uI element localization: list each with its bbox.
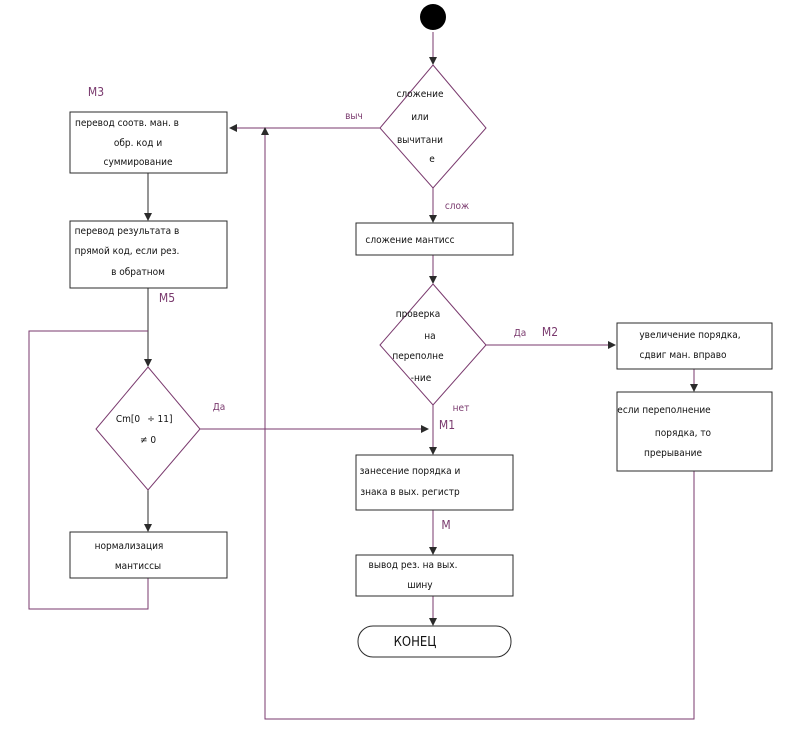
decision-count-part4: ≠ 0 [140, 435, 156, 446]
convert-sum-line1: перевод соотв. ман. в [75, 118, 179, 129]
edge-interrupt-loop [264, 128, 695, 720]
decision-overflow-line3: переполне [392, 351, 444, 362]
store-order-line1: занесение порядка и [360, 466, 461, 477]
box-normalize [69, 531, 228, 579]
arrowhead [144, 213, 152, 221]
arrowhead [429, 618, 437, 626]
marker-m1: M1 [439, 418, 455, 432]
arrowhead [429, 215, 437, 223]
decision-counter-nonzero [95, 366, 201, 491]
marker-m2: M2 [542, 325, 558, 339]
decision-op-line3: вычитани [397, 135, 443, 146]
box-output-result [355, 554, 514, 597]
arrowhead [429, 547, 437, 555]
decision-overflow-line2: на [424, 331, 435, 342]
label-yes-count: Да [213, 402, 226, 413]
convert-result-line2: прямой код, если рез. [75, 246, 180, 257]
arrowhead [144, 524, 152, 532]
decision-count-part2: ÷ [147, 414, 155, 425]
box-convert-result [69, 220, 228, 289]
end-terminator [357, 625, 512, 658]
arrowhead [421, 425, 429, 433]
marker-m5: M5 [159, 291, 175, 305]
interrupt-line3: прерывание [644, 448, 702, 459]
arrowhead [261, 127, 269, 135]
normalize-line1: нормализация [95, 541, 164, 552]
box-order-increase [616, 322, 773, 370]
decision-op-line4: е [429, 154, 435, 165]
decision-overflow-line1: проверка [396, 309, 441, 320]
arrowhead [429, 276, 437, 284]
box-convert-sum [69, 111, 228, 174]
output-result-line2: шину [407, 580, 433, 591]
decision-add-or-subtract [379, 64, 487, 189]
decision-op-line1: сложение [396, 89, 444, 100]
decision-overflow [379, 283, 487, 406]
box-overflow-interrupt [616, 391, 773, 472]
label-yes-overflow: Да [514, 328, 527, 339]
label-sub: выч [345, 111, 363, 122]
store-order-line2: знака в вых. регистр [360, 487, 460, 498]
box-store-order [355, 454, 514, 511]
add-mantissa-text: сложение мантисс [365, 235, 454, 246]
arrowhead [429, 447, 437, 455]
marker-m: M [441, 518, 450, 532]
arrowhead [690, 384, 698, 392]
normalize-line2: мантиссы [115, 561, 161, 572]
marker-m3: M3 [88, 85, 104, 99]
interrupt-line1: если переполнение [617, 405, 711, 416]
label-no-overflow: нет [453, 403, 470, 414]
convert-result-line3: в обратном [111, 266, 165, 278]
convert-result-line1: перевод результата в [75, 226, 180, 237]
start-node [420, 4, 446, 30]
arrowhead [608, 341, 616, 349]
convert-sum-line2: обр. код и [114, 137, 162, 149]
interrupt-line2: порядка, то [655, 428, 712, 439]
end-text: КОНЕЦ [394, 635, 437, 650]
order-increase-line1: увеличение порядка, [639, 330, 740, 341]
decision-overflow-line4: -ние [411, 373, 432, 384]
decision-op-line2: или [411, 112, 429, 123]
arrowhead [229, 124, 237, 132]
order-increase-line2: сдвиг ман. вправо [639, 350, 727, 361]
output-result-line1: вывод рез. на вых. [369, 560, 458, 571]
arrowhead [144, 359, 152, 367]
edge-normalize-loop [28, 330, 149, 610]
decision-count-part3: 11] [158, 414, 173, 425]
arrowhead [429, 57, 437, 65]
decision-count-part1: Cm[0 [116, 414, 141, 425]
convert-sum-line3: суммирование [104, 157, 173, 168]
label-add: слож [445, 201, 469, 212]
box-add-mantissa [355, 222, 514, 256]
